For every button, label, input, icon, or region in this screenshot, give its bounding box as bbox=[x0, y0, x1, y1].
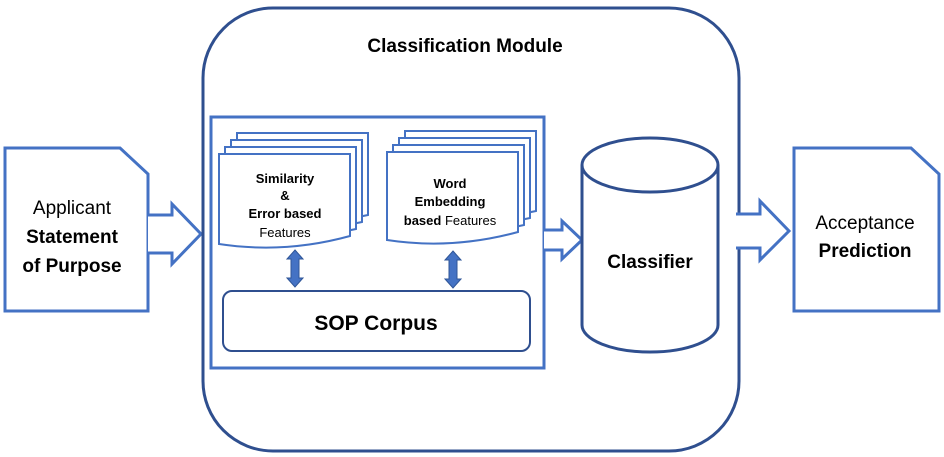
sop-corpus-box bbox=[222, 290, 531, 352]
classifier-cylinder: Classifier bbox=[580, 136, 720, 354]
similarity-features-document: Similarity & Error based Features bbox=[218, 132, 369, 249]
sim-line-1: Similarity bbox=[256, 171, 315, 186]
word-line-2: Embedding bbox=[415, 194, 486, 209]
classifier-label: Classifier bbox=[607, 252, 693, 273]
module-title: Classification Module bbox=[367, 36, 562, 57]
word-embedding-features-document: Word Embedding based Features bbox=[386, 130, 537, 245]
sop-corpus-label: SOP Corpus bbox=[314, 312, 437, 335]
sim-line-4: Features bbox=[259, 225, 311, 240]
arrow-input-to-module bbox=[148, 200, 204, 268]
output-label-2: Prediction bbox=[819, 241, 912, 262]
input-label-1: Applicant bbox=[33, 198, 112, 219]
word-line-1: Word bbox=[434, 176, 467, 191]
sim-line-2: & bbox=[280, 188, 289, 203]
double-arrow-word-corpus bbox=[443, 250, 463, 289]
arrow-module-to-output bbox=[736, 197, 792, 264]
sim-line-3: Error based bbox=[249, 206, 322, 221]
word-line-3-bold: based bbox=[404, 213, 442, 228]
word-line-3-rest: Features bbox=[441, 213, 496, 228]
output-document: Acceptance Prediction bbox=[792, 146, 941, 313]
double-arrow-similarity-corpus bbox=[285, 249, 305, 288]
input-document: Applicant Statement of Purpose bbox=[3, 146, 150, 313]
input-label-2: Statement bbox=[26, 227, 119, 248]
input-label-3: of Purpose bbox=[22, 256, 121, 277]
output-label-1: Acceptance bbox=[815, 213, 914, 234]
word-line-3: based Features bbox=[404, 213, 497, 228]
